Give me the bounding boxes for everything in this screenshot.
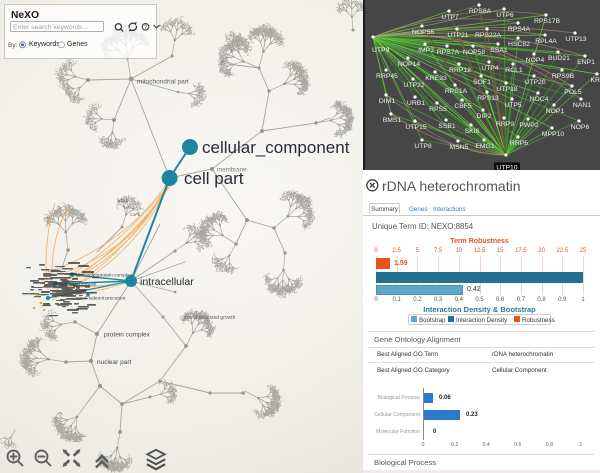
- svg-text:RPS7A: RPS7A: [437, 49, 460, 56]
- svg-text:RPS5: RPS5: [429, 106, 447, 113]
- svg-text:UTP9: UTP9: [372, 47, 390, 54]
- svg-text:RPS13: RPS13: [477, 95, 499, 102]
- svg-text:NAN1: NAN1: [573, 102, 591, 109]
- svg-text:RPL4A: RPL4A: [535, 38, 557, 45]
- svg-text:protein complex: protein complex: [104, 332, 151, 339]
- svg-text:IMP3: IMP3: [418, 47, 434, 54]
- svg-text:RPS17B: RPS17B: [534, 18, 561, 25]
- svg-text:RPS8A: RPS8A: [469, 8, 492, 15]
- svg-text:BUD21: BUD21: [548, 55, 570, 62]
- svg-text:UTP13: UTP13: [565, 36, 586, 43]
- svg-text:cell part: cell part: [184, 169, 244, 188]
- svg-text:UTP10: UTP10: [496, 165, 517, 171]
- svg-text:UTP5: UTP5: [504, 102, 522, 109]
- svg-text:UTP7: UTP7: [441, 14, 459, 21]
- svg-text:ribosomal subunit: ribosomal subunit: [59, 282, 97, 288]
- svg-text:RRP5: RRP5: [510, 140, 528, 147]
- svg-text:EMG1: EMG1: [475, 143, 494, 150]
- svg-text:ENP1: ENP1: [577, 59, 595, 66]
- svg-text:RRP45: RRP45: [376, 73, 398, 80]
- svg-text:MSN5: MSN5: [450, 144, 469, 151]
- svg-text:RPS1A: RPS1A: [445, 88, 468, 95]
- svg-text:cellular_component: cellular_component: [202, 138, 350, 157]
- svg-text:SKI6: SKI6: [465, 128, 480, 135]
- svg-text:UTP6: UTP6: [496, 12, 514, 19]
- svg-text:ribonucleoprotein complex: ribonucleoprotein complex: [76, 273, 133, 279]
- svg-text:C3F5: C3F5: [130, 212, 141, 217]
- svg-text:UTP4: UTP4: [481, 65, 499, 72]
- svg-text:UTP8: UTP8: [414, 143, 432, 150]
- svg-text:NOP6: NOP6: [571, 124, 590, 131]
- svg-text:KRI1: KRI1: [590, 77, 600, 84]
- svg-text:SSB1: SSB1: [438, 123, 456, 130]
- svg-text:KRE33: KRE33: [425, 75, 447, 82]
- svg-text:MPP10: MPP10: [542, 131, 565, 138]
- svg-text:BMS1: BMS1: [383, 117, 402, 124]
- svg-text:DIP2: DIP2: [476, 113, 491, 120]
- svg-text:RPS22A: RPS22A: [475, 32, 502, 39]
- svg-text:NOC4: NOC4: [530, 96, 549, 103]
- svg-text:RRP9: RRP9: [496, 121, 514, 128]
- svg-text:mitochondrial part: mitochondrial part: [137, 79, 189, 86]
- svg-text:SSA1: SSA1: [490, 47, 508, 54]
- svg-text:KCL5: KCL5: [118, 198, 129, 203]
- svg-text:HSC82: HSC82: [508, 41, 530, 48]
- svg-text:POL5: POL5: [564, 89, 582, 96]
- svg-text:NOP58: NOP58: [463, 49, 486, 56]
- svg-text:small subunit precursor: small subunit precursor: [76, 296, 126, 302]
- svg-text:UTP22: UTP22: [403, 82, 424, 89]
- svg-text:RPS1A: RPS1A: [48, 268, 62, 273]
- svg-text:UTP18: UTP18: [496, 86, 517, 93]
- svg-text:RPS4A: RPS4A: [508, 26, 531, 33]
- svg-text:UTP21: UTP21: [447, 32, 468, 39]
- svg-text:NOP14: NOP14: [398, 61, 421, 68]
- svg-text:?: ?: [144, 25, 148, 31]
- svg-text:intracellular: intracellular: [140, 276, 194, 288]
- svg-text:DIM1: DIM1: [379, 98, 395, 105]
- svg-text:MEK2: MEK2: [124, 205, 136, 210]
- svg-text:PWP2: PWP2: [519, 122, 538, 129]
- svg-text:CBF5: CBF5: [454, 103, 472, 110]
- svg-text:NOP56: NOP56: [412, 29, 435, 36]
- svg-text:RCL1: RCL1: [505, 67, 523, 74]
- svg-text:NOP1: NOP1: [546, 108, 565, 115]
- svg-text:RPS9B: RPS9B: [552, 73, 575, 80]
- svg-text:UTP20: UTP20: [524, 79, 545, 86]
- svg-text:SOF1: SOF1: [473, 79, 491, 86]
- svg-text:RRP12: RRP12: [449, 67, 471, 74]
- svg-text:membrane: membrane: [217, 167, 247, 174]
- svg-text:nuclear part: nuclear part: [97, 359, 132, 366]
- svg-text:site of polarized growth: site of polarized growth: [184, 315, 236, 321]
- svg-text:UTP15: UTP15: [405, 124, 426, 131]
- svg-text:NOP4: NOP4: [526, 57, 545, 64]
- svg-text:URB1: URB1: [407, 100, 425, 107]
